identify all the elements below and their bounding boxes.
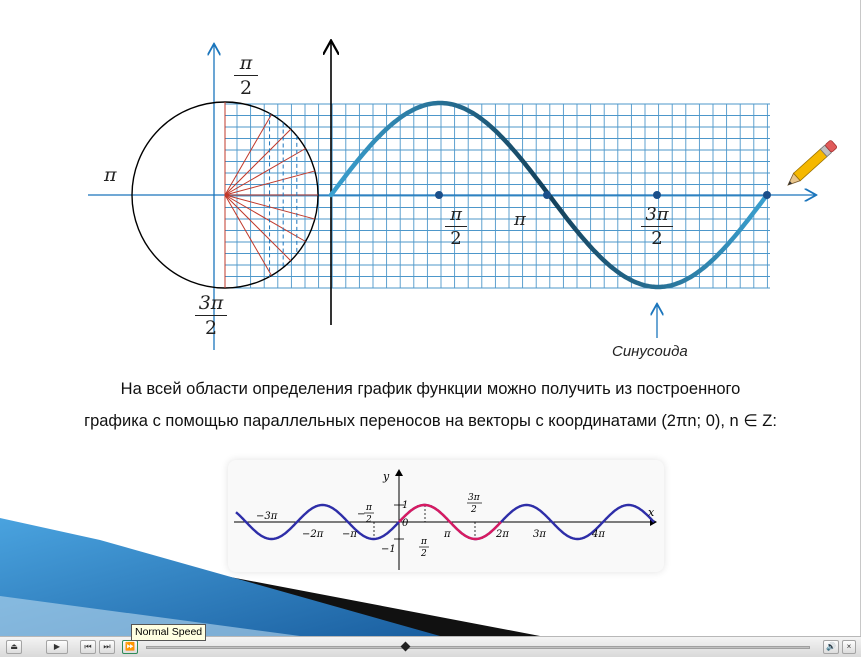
explanation-line-2: графика с помощью параллельных переносов… <box>84 412 777 430</box>
speed-button[interactable]: ⏩ <box>122 640 138 654</box>
periodic-sine-graph: y x 1 −1 0 − π 2 π 2 3π 2 −3π −2π −π π 2… <box>228 460 664 572</box>
bg-label-pi: π <box>443 529 451 540</box>
previous-slide-button[interactable]: ⏮ <box>80 640 96 654</box>
point-pi-over-2 <box>435 191 443 199</box>
slide: π 2 π 3π 2 π 2 π 3π 2 Синусоида На всей … <box>0 0 861 636</box>
bg-label-minus-1: −1 <box>381 544 396 555</box>
label-3pi-over-2: 3π 2 <box>641 204 673 249</box>
close-button[interactable]: × <box>842 640 856 654</box>
bg-label-3pi: 3π <box>533 529 546 540</box>
base-sine-segment <box>398 503 502 541</box>
progress-thumb[interactable] <box>400 641 411 652</box>
bg-label-pi2-num: π <box>420 537 428 547</box>
bg-label-y: y <box>382 470 390 483</box>
bg-label-0: 0 <box>402 518 409 529</box>
graph-grid <box>225 103 770 289</box>
bg-label-minus-3pi: −3π <box>256 511 278 522</box>
bg-label-4pi: 4π <box>591 529 605 540</box>
play-button[interactable]: ▶ <box>46 640 68 654</box>
bg-label-1: 1 <box>402 500 408 511</box>
bg-label-minus-pi2-sign: − <box>357 509 365 520</box>
periodic-sine-svg: y x 1 −1 0 − π 2 π 2 3π 2 −3π −2π −π π 2… <box>234 469 657 570</box>
point-2pi <box>763 191 771 199</box>
pencil-icon <box>787 140 837 186</box>
point-3pi-over-2 <box>653 191 661 199</box>
volume-button[interactable]: 🔊 <box>823 640 839 654</box>
point-pi <box>543 191 551 199</box>
projection-lines <box>269 113 298 277</box>
speed-tooltip: Normal Speed <box>131 624 207 641</box>
bg-label-minus-2pi: −2π <box>302 529 324 540</box>
label-pi-over-2: π 2 <box>445 204 467 249</box>
label-3pi-over-2-bottom: 3π 2 <box>195 292 227 339</box>
bg-label-pi2-den: 2 <box>420 549 427 559</box>
label-pi-over-2-top: π 2 <box>234 52 258 99</box>
sinusoid-caption: Синусоида <box>612 343 688 360</box>
bg-label-x: x <box>648 506 655 519</box>
player-control-bar: ⏏ ▶ ⏮ ⏭ ⏩ 🔊 × <box>0 636 861 657</box>
exit-button[interactable]: ⏏ <box>6 640 22 654</box>
bg-label-minus-pi: −π <box>342 529 357 540</box>
label-pi-left: π <box>104 164 117 186</box>
decorative-swoosh <box>0 518 540 636</box>
bg-label-3pi2-num: 3π <box>468 493 481 503</box>
progress-track[interactable] <box>146 646 810 649</box>
label-pi: π <box>514 209 526 230</box>
bg-label-minus-pi2-num: π <box>365 503 373 513</box>
bg-label-minus-pi2-den: 2 <box>365 515 372 525</box>
explanation-line-1: На всей области определения график функц… <box>120 380 741 398</box>
bg-label-3pi2-den: 2 <box>470 505 477 515</box>
bg-label-2pi: 2π <box>495 529 509 540</box>
sine-construction-diagram <box>88 0 837 350</box>
key-points <box>435 191 771 199</box>
next-slide-button[interactable]: ⏭ <box>99 640 115 654</box>
